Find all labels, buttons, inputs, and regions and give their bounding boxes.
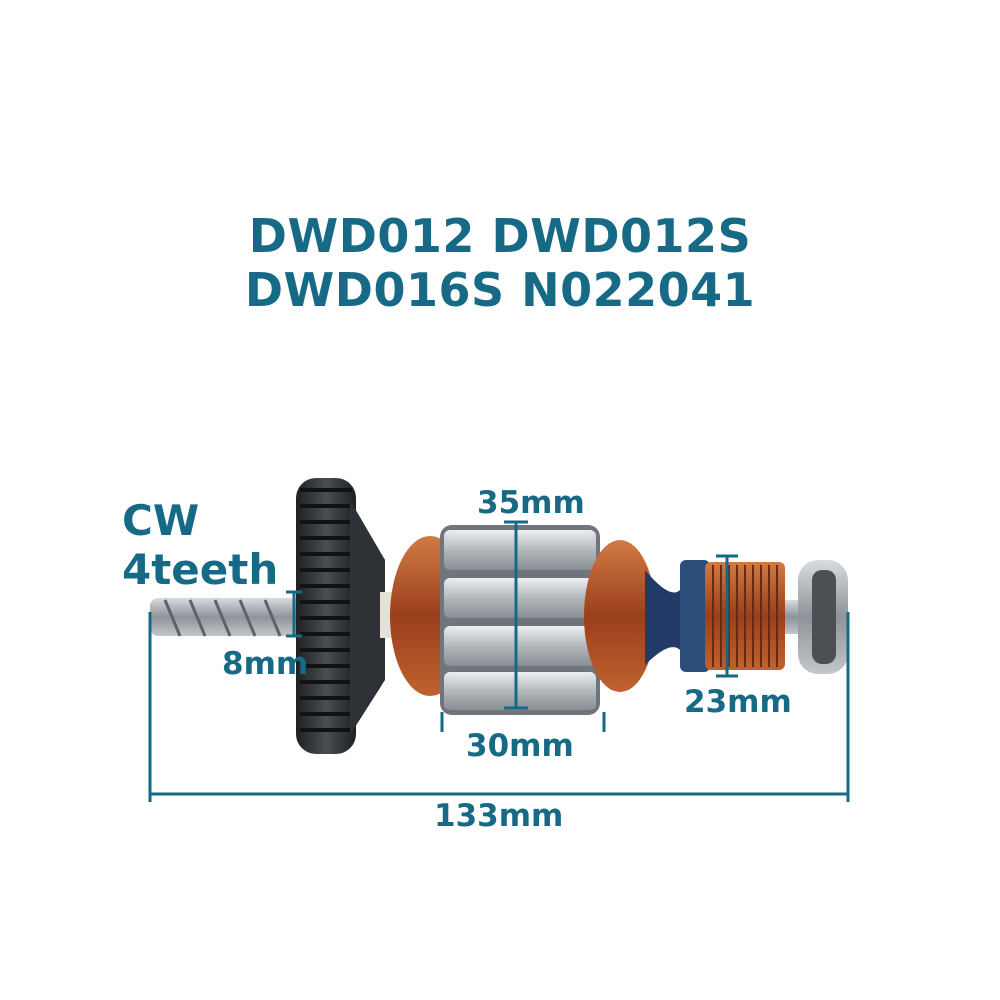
model-title-line-1: DWD012 DWD012S (248, 209, 752, 263)
commutator-diameter-label: 23mm (684, 684, 792, 720)
dimension-lines (148, 520, 850, 802)
shaft-diameter-label: 8mm (222, 646, 309, 682)
model-title-line-2: DWD016S N022041 (244, 263, 756, 317)
rear-bearing (798, 560, 848, 674)
teeth-count-label: 4teeth (122, 545, 279, 594)
commutator (680, 560, 785, 672)
total-length-label: 133mm (434, 798, 564, 834)
winding-right (584, 540, 656, 692)
laminated-core (440, 525, 600, 715)
rotation-direction-label: CW (122, 496, 200, 545)
cooling-fan (296, 478, 385, 754)
core-diameter-label: 35mm (477, 485, 585, 521)
insulator-neck (645, 570, 680, 665)
core-length-label: 30mm (466, 728, 574, 764)
